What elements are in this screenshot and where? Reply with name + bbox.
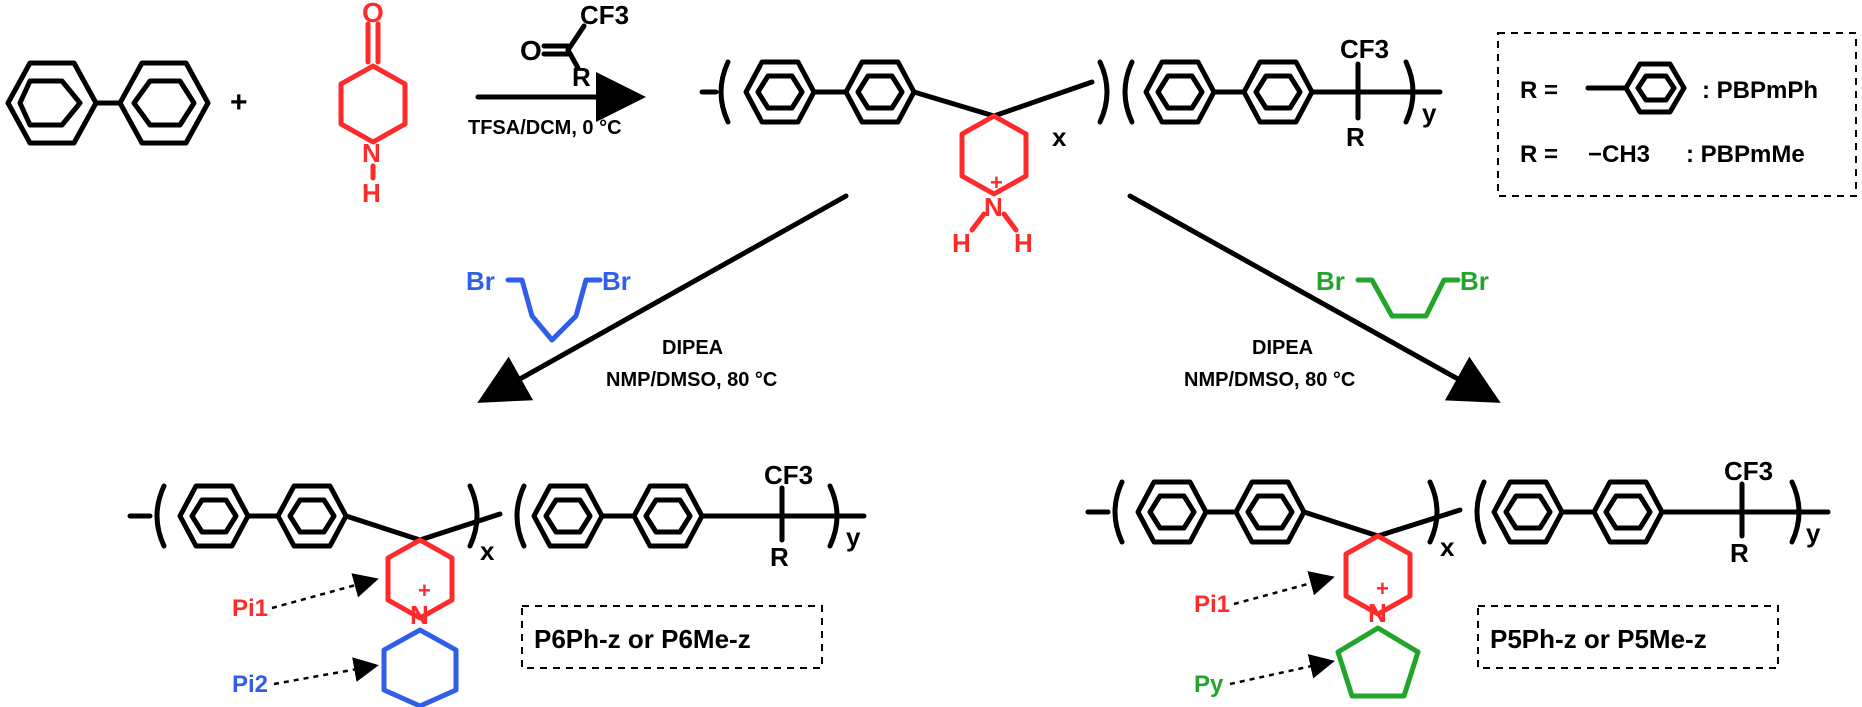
piperidone-oxygen: O	[362, 0, 384, 28]
product-p6: x CF3 R y N + Pi1 Pi2 P6Ph-z or P6Me-z	[127, 460, 867, 707]
left-conditions-2: NMP/DMSO, 80 °C	[606, 369, 777, 391]
p6-cf3: CF3	[764, 460, 813, 490]
ketone-oxygen: O	[520, 35, 542, 66]
left-br1: Br	[466, 266, 495, 296]
p6-nitrogen: N	[410, 600, 429, 630]
precursor-h1: H	[952, 228, 971, 258]
ketone-reagent: O CF3 R	[520, 0, 629, 92]
piperidone-molecule: O N H	[338, 0, 408, 208]
left-br2: Br	[602, 266, 631, 296]
right-conditions-1: DIPEA	[1252, 337, 1313, 359]
precursor-charge: +	[990, 170, 1003, 195]
precursor-polymer: x CF3 R y N + H H	[699, 34, 1443, 258]
r-ch3: −CH3	[1588, 141, 1650, 168]
reaction-arrow-left	[477, 193, 849, 403]
p5-x: x	[1440, 532, 1455, 562]
ketone-r: R	[572, 62, 591, 92]
r-name-1: : PBPmPh	[1702, 77, 1818, 104]
biphenyl-molecule	[5, 60, 211, 146]
dibromopentane-reagent: Br Br	[466, 266, 631, 343]
p6-r: R	[770, 542, 789, 572]
p6-charge: +	[418, 578, 431, 603]
reaction-arrow-right	[1127, 193, 1501, 403]
p6-x: x	[480, 536, 495, 566]
r-label-1: R =	[1520, 77, 1558, 104]
conditions-1: TFSA/DCM, 0 °C	[468, 117, 622, 139]
left-conditions-1: DIPEA	[662, 337, 723, 359]
p6-pi1-label: Pi1	[232, 595, 268, 622]
r-label-2: R =	[1520, 141, 1558, 168]
precursor-x: x	[1052, 122, 1067, 152]
r-group-box: R = : PBPmPh R = −CH3 : PBPmMe	[1497, 32, 1857, 197]
precursor-cf3: CF3	[1340, 34, 1389, 64]
piperidone-hydrogen: H	[362, 178, 381, 208]
right-br1: Br	[1316, 266, 1345, 296]
p5-py-label: Py	[1194, 671, 1224, 698]
dibromobutane-reagent: Br Br	[1316, 266, 1489, 319]
right-conditions-2: NMP/DMSO, 80 °C	[1184, 369, 1355, 391]
p5-product-name: P5Ph-z or P5Me-z	[1490, 624, 1707, 654]
p5-nitrogen: N	[1368, 598, 1387, 628]
p6-product-name: P6Ph-z or P6Me-z	[534, 624, 751, 654]
ketone-cf3: CF3	[580, 0, 629, 30]
p5-pi1-label: Pi1	[1194, 591, 1230, 618]
p5-charge: +	[1376, 576, 1389, 601]
precursor-r: R	[1346, 122, 1365, 152]
precursor-nitrogen: N	[984, 192, 1003, 222]
precursor-y: y	[1422, 98, 1437, 128]
p5-r: R	[1730, 538, 1749, 568]
p6-pi2-label: Pi2	[232, 671, 268, 698]
r-name-2: : PBPmMe	[1686, 141, 1805, 168]
p6-y: y	[846, 522, 861, 552]
piperidone-nitrogen: N	[362, 138, 381, 168]
plus-sign: +	[230, 86, 248, 119]
precursor-h2: H	[1014, 228, 1033, 258]
product-p5: x CF3 R y N + Pi1 Py P5Ph-z or P5Me-z	[1085, 456, 1831, 699]
p5-cf3: CF3	[1724, 456, 1773, 486]
p5-y: y	[1806, 518, 1821, 548]
right-br2: Br	[1460, 266, 1489, 296]
